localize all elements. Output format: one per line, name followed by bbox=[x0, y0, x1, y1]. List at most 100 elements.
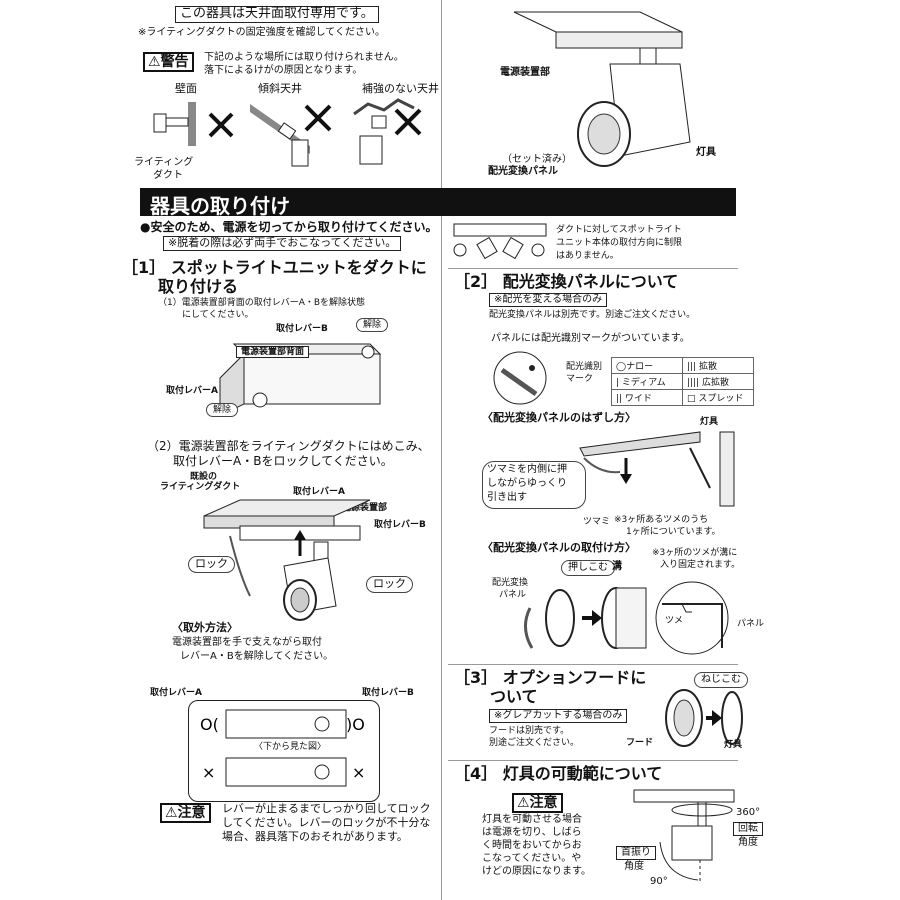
table-cell: |||| 広拡散 bbox=[682, 373, 754, 390]
caution-text: 場合、器具落下のおそれがあります。 bbox=[222, 830, 408, 843]
push-text: ツマミを内側に押 bbox=[487, 464, 567, 475]
lock-bubble: ロック bbox=[366, 576, 413, 593]
panel-attach-illustration bbox=[524, 581, 729, 655]
push-text: 引き出す bbox=[487, 492, 527, 503]
table-cell: || ワイド bbox=[611, 389, 683, 406]
knob-note: 1ヶ所についています。 bbox=[626, 527, 721, 537]
panel-label: 配光変換パネル bbox=[488, 166, 558, 177]
screw-in-bubble: ねじこむ bbox=[694, 672, 748, 688]
table-cell: | ミディアム bbox=[611, 373, 683, 390]
warning-text: 下記のような場所には取り付けられません。 bbox=[204, 52, 404, 63]
step4-title: ［4］ 灯具の可動範について bbox=[454, 764, 663, 783]
bottom-lever-b-label: 取付レバーB bbox=[362, 688, 414, 698]
prohibited-install-illustration bbox=[153, 98, 422, 167]
distribution-mark-table: ◯ナロー ||| 拡散 | ミディアム |||| 広拡散 || ワイド □ スプ… bbox=[611, 357, 754, 406]
duct-mount-illustration bbox=[203, 499, 371, 621]
claw-label: ツメ bbox=[665, 616, 684, 626]
bottom-lever-a-label: 取付レバーA bbox=[150, 688, 202, 698]
tilt-label: 角度 bbox=[624, 861, 644, 872]
step3-title: ついて bbox=[490, 687, 538, 706]
knob-note: ※3ヶ所あるツメのうち bbox=[614, 515, 709, 525]
lever-a-label: 取付レバーA bbox=[166, 386, 218, 396]
existing-duct-label: ライティングダクト bbox=[160, 482, 241, 492]
mark-label: 配光識別 bbox=[566, 362, 603, 372]
warning-text: 落下によるけがの原因となります。 bbox=[204, 65, 363, 76]
duct-label: ライティング bbox=[134, 157, 194, 168]
caution-badge: ⚠注意 bbox=[160, 803, 211, 824]
duct-direction-text: ダクトに対してスポットライト bbox=[556, 225, 682, 235]
ceiling-only-notice: この器具は天井面取付専用です。 bbox=[175, 6, 379, 23]
knob-label: ツマミ bbox=[583, 517, 611, 527]
svg-text:×: × bbox=[202, 763, 215, 782]
panel-label: パネル bbox=[737, 619, 765, 629]
lever-a-label: 取付レバーA bbox=[293, 487, 345, 497]
removal-text: 電源装置部を手で支えながら取付 bbox=[172, 637, 322, 648]
safety-note: ●安全のため、電源を切ってから取り付けてください。 bbox=[140, 220, 438, 234]
step2-condition: ※配光を変える場合のみ bbox=[489, 293, 608, 307]
step2-title: ［2］ 配光変換パネルについて bbox=[454, 272, 679, 291]
step1-sub2: 取付レバーA・Bをロックしてください。 bbox=[173, 454, 393, 468]
step4-text: は電源を切り、しばら bbox=[482, 827, 582, 838]
release-bubble: 解除 bbox=[206, 403, 239, 418]
attach-note: ※3ヶ所のツメが溝に bbox=[652, 548, 738, 558]
removal-text: レバーA・Bを解除してください。 bbox=[180, 651, 334, 662]
rotation-label: 回転 bbox=[733, 822, 763, 836]
section-title: 器具の取り付け bbox=[150, 194, 290, 218]
section-divider bbox=[448, 268, 738, 269]
caution-badge: ⚠注意 bbox=[512, 793, 563, 814]
caution-icon: ⚠ bbox=[517, 795, 530, 811]
caution-text: レバーが止まるまでしっかり回してロック bbox=[222, 802, 431, 815]
step1-sub2: （2）電源装置部をライティングダクトにはめこみ、 bbox=[147, 439, 430, 453]
lever-b-label: 取付レバーB bbox=[276, 324, 328, 334]
power-unit-label: 電源装置部 bbox=[500, 67, 550, 78]
table-row: | ミディアム |||| 広拡散 bbox=[611, 373, 754, 390]
table-cell: □ スプレッド bbox=[682, 389, 754, 406]
step1-title: 取り付ける bbox=[158, 277, 239, 296]
panel-label: （セット済み） bbox=[502, 154, 572, 165]
push-in-bubble: 押しこむ bbox=[561, 560, 615, 576]
step1-title: ［1］ スポットライトユニットをダクトに bbox=[122, 258, 427, 277]
hood-illustration bbox=[665, 689, 743, 747]
hood-label: フード bbox=[626, 738, 654, 748]
lock-bubble: ロック bbox=[188, 556, 235, 573]
duct-direction-text: はありません。 bbox=[556, 251, 619, 261]
existing-duct-label: 既設の bbox=[190, 472, 218, 482]
bottom-view-caption: 〈下から見た図〉 bbox=[254, 742, 327, 752]
bottom-view-frame bbox=[188, 700, 380, 802]
warning-badge: ⚠警告 bbox=[143, 52, 194, 73]
removal-title: 〈取外方法〉 bbox=[172, 621, 238, 634]
angle-label: 90° bbox=[650, 876, 668, 887]
column-divider bbox=[441, 0, 442, 900]
movable-range-illustration bbox=[633, 789, 735, 882]
caution-text: してください。レバーのロックが不十分な bbox=[222, 816, 431, 829]
angle-label: 360° bbox=[736, 807, 761, 818]
table-cell: ||| 拡散 bbox=[682, 357, 754, 374]
duct-direction-illustration bbox=[453, 223, 547, 260]
lamp-label: 灯具 bbox=[700, 417, 719, 427]
step4-text: けどの原因になります。 bbox=[482, 866, 591, 877]
place-label: 壁面 bbox=[175, 82, 197, 95]
lamp-label: 灯具 bbox=[724, 740, 743, 750]
caution-icon: ⚠ bbox=[165, 805, 178, 821]
step3-sold: 別途ご注文ください。 bbox=[489, 738, 580, 748]
power-unit-back-label: 電源装置部背面 bbox=[236, 346, 310, 359]
svg-text:O(: O( bbox=[200, 715, 219, 734]
lever-b-label: 取付レバーB bbox=[374, 520, 426, 530]
step4-text: 灯具を可動させる場合 bbox=[482, 814, 582, 825]
section-divider bbox=[448, 760, 738, 761]
detach-note: ※脱着の際は必ず両手でおこなってください。 bbox=[163, 236, 402, 251]
step1-sub1: にしてください。 bbox=[182, 310, 254, 320]
groove-label: 溝 bbox=[612, 561, 622, 572]
remove-title: 〈配光変換パネルのはずし方〉 bbox=[482, 411, 636, 424]
step3-title: ［3］ オプションフードに bbox=[454, 668, 647, 687]
place-label: 補強のない天井 bbox=[362, 82, 439, 95]
duct-label: ダクト bbox=[153, 170, 183, 181]
step4-text: こなってください。や bbox=[482, 853, 582, 864]
attach-title: 〈配光変換パネルの取付け方〉 bbox=[482, 541, 636, 554]
table-row: ◯ナロー ||| 拡散 bbox=[611, 357, 754, 374]
table-row: || ワイド □ スプレッド bbox=[611, 389, 754, 406]
svg-text:)O: )O bbox=[346, 715, 365, 734]
push-text: しながらゆっくり bbox=[487, 478, 567, 489]
step4-text: く時間をおいてからお bbox=[482, 840, 582, 851]
panel-label: 配光変換 bbox=[492, 578, 529, 588]
